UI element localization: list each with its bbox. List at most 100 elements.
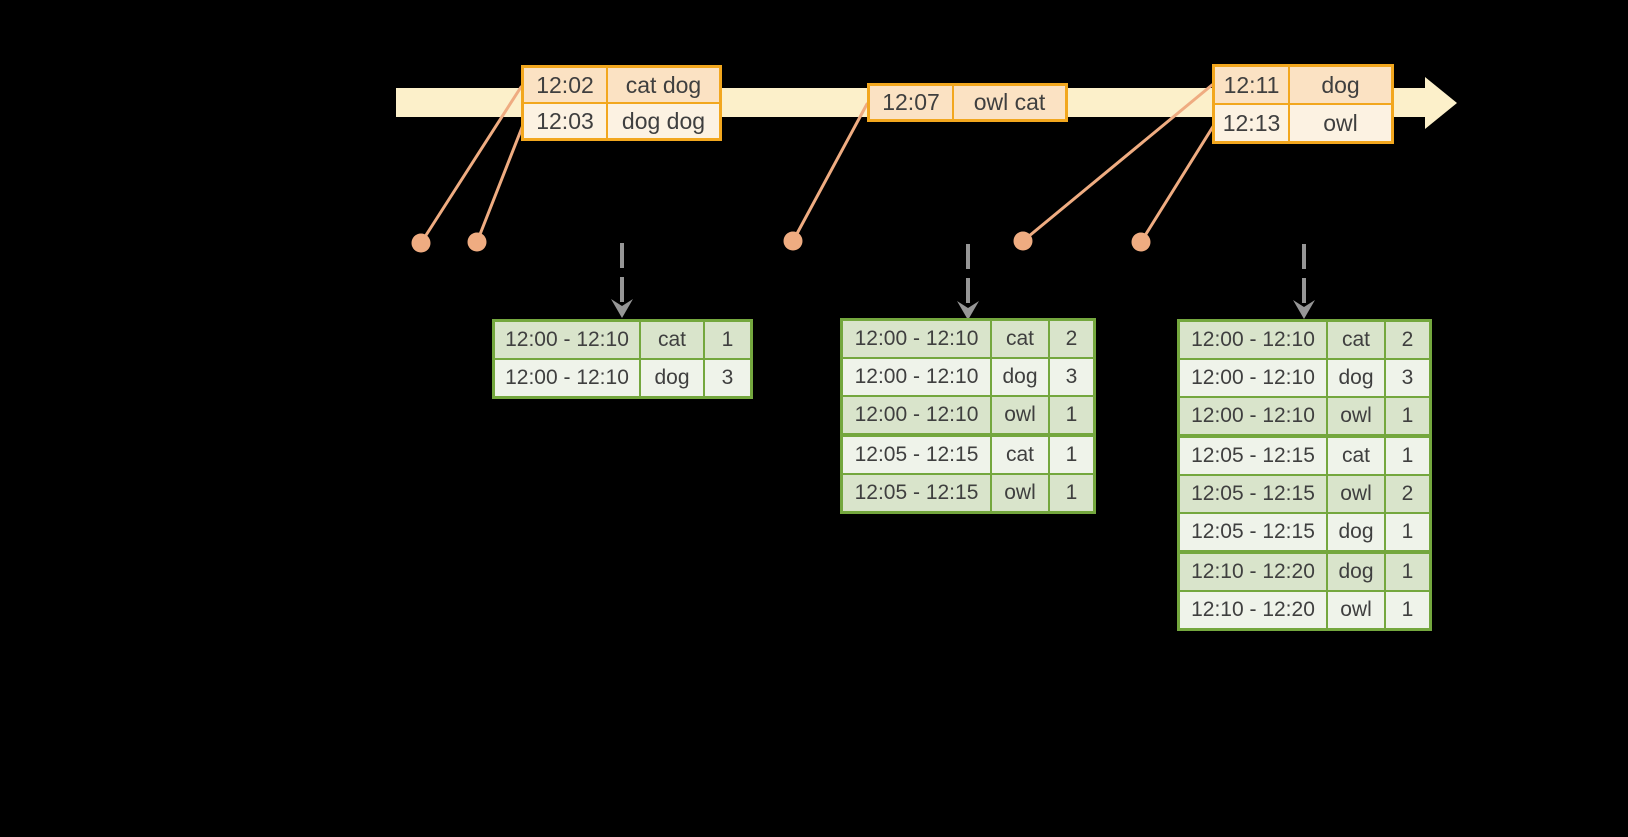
event-time-cell: 12:03 xyxy=(524,104,608,138)
event-time-cell: 12:07 xyxy=(870,86,954,119)
event-leader-line xyxy=(419,85,523,245)
result-word-cell: cat xyxy=(992,321,1050,357)
result-window-cell: 12:05 - 12:15 xyxy=(843,437,992,473)
event-row: 12:11 dog xyxy=(1215,67,1391,103)
trigger-arrowhead-icon xyxy=(611,299,633,318)
event-dot xyxy=(1131,232,1151,252)
event-table-3: 12:11 dog 12:13 owl xyxy=(1212,64,1394,144)
result-word-cell: dog xyxy=(1328,360,1386,396)
result-window-cell: 12:00 - 12:10 xyxy=(843,321,992,357)
timeline-arrowhead-icon xyxy=(1425,77,1457,129)
event-leader-line xyxy=(1021,83,1214,243)
event-time-cell: 12:02 xyxy=(524,68,608,102)
result-window-cell: 12:00 - 12:10 xyxy=(495,360,641,396)
result-word-cell: dog xyxy=(641,360,705,396)
event-dot xyxy=(467,232,487,252)
result-count-cell: 1 xyxy=(1401,560,1414,583)
result-word-cell: dog xyxy=(1328,554,1386,590)
event-time-cell: 12:11 xyxy=(1215,67,1290,103)
result-window-cell: 12:05 - 12:15 xyxy=(843,475,992,511)
event-dot xyxy=(411,233,431,253)
result-word-cell: cat xyxy=(1328,322,1386,358)
event-leader-line xyxy=(1139,123,1216,244)
result-word-cell: owl xyxy=(1328,592,1386,628)
result-word-cell: owl xyxy=(1328,476,1386,512)
result-window-cell: 12:00 - 12:10 xyxy=(1180,398,1328,434)
event-row: 12:03 dog dog xyxy=(524,102,719,138)
result-count-cell: 2 xyxy=(1401,328,1414,351)
result-count-cell: 1 xyxy=(1065,403,1078,426)
event-leader-line xyxy=(791,102,869,243)
event-words-cell: cat dog xyxy=(625,72,702,98)
result-window-cell: 12:05 - 12:15 xyxy=(1180,514,1328,550)
result-count-cell: 1 xyxy=(721,328,734,351)
result-count-cell: 3 xyxy=(1401,366,1414,389)
event-row: 12:02 cat dog xyxy=(524,68,719,102)
result-word-cell: owl xyxy=(1328,398,1386,434)
result-count-cell: 1 xyxy=(1065,443,1078,466)
result-count-cell: 1 xyxy=(1401,404,1414,427)
result-window-cell: 12:00 - 12:10 xyxy=(843,359,992,395)
event-words-cell: owl cat xyxy=(973,89,1046,115)
event-row: 12:07 owl cat xyxy=(870,86,1065,119)
event-time-cell: 12:13 xyxy=(1215,105,1290,141)
result-word-cell: dog xyxy=(992,359,1050,395)
result-count-cell: 1 xyxy=(1065,481,1078,504)
trigger-arrowhead-icon xyxy=(957,301,979,320)
event-leader-line xyxy=(475,123,525,244)
event-words-cell: dog xyxy=(1321,72,1360,98)
result-window-cell: 12:00 - 12:10 xyxy=(495,322,641,358)
result-count-cell: 2 xyxy=(1401,482,1414,505)
event-words-cell: dog dog xyxy=(621,108,706,134)
result-window-cell: 12:10 - 12:20 xyxy=(1180,592,1328,628)
event-table-2: 12:07 owl cat xyxy=(867,83,1068,122)
trigger-arrowhead-icon xyxy=(1293,300,1315,319)
result-word-cell: dog xyxy=(1328,514,1386,550)
result-word-cell: cat xyxy=(992,437,1050,473)
result-count-cell: 3 xyxy=(1065,365,1078,388)
result-word-cell: owl xyxy=(992,475,1050,511)
event-dot xyxy=(783,231,803,251)
event-table-1: 12:02 cat dog 12:03 dog dog xyxy=(521,65,722,141)
result-count-cell: 1 xyxy=(1401,520,1414,543)
result-window-cell: 12:00 - 12:10 xyxy=(1180,322,1328,358)
event-dot xyxy=(1013,231,1033,251)
result-window-cell: 12:05 - 12:15 xyxy=(1180,476,1328,512)
result-count-cell: 1 xyxy=(1401,444,1414,467)
result-count-cell: 2 xyxy=(1065,327,1078,350)
result-window-cell: 12:05 - 12:15 xyxy=(1180,438,1328,474)
event-row: 12:13 owl xyxy=(1215,103,1391,141)
result-window-cell: 12:00 - 12:10 xyxy=(843,397,992,433)
result-word-cell: cat xyxy=(1328,438,1386,474)
result-count-cell: 1 xyxy=(1401,598,1414,621)
result-window-cell: 12:00 - 12:10 xyxy=(1180,360,1328,396)
result-window-cell: 12:10 - 12:20 xyxy=(1180,554,1328,590)
event-words-cell: owl xyxy=(1323,110,1358,136)
result-count-cell: 3 xyxy=(721,366,734,389)
result-word-cell: cat xyxy=(641,322,705,358)
